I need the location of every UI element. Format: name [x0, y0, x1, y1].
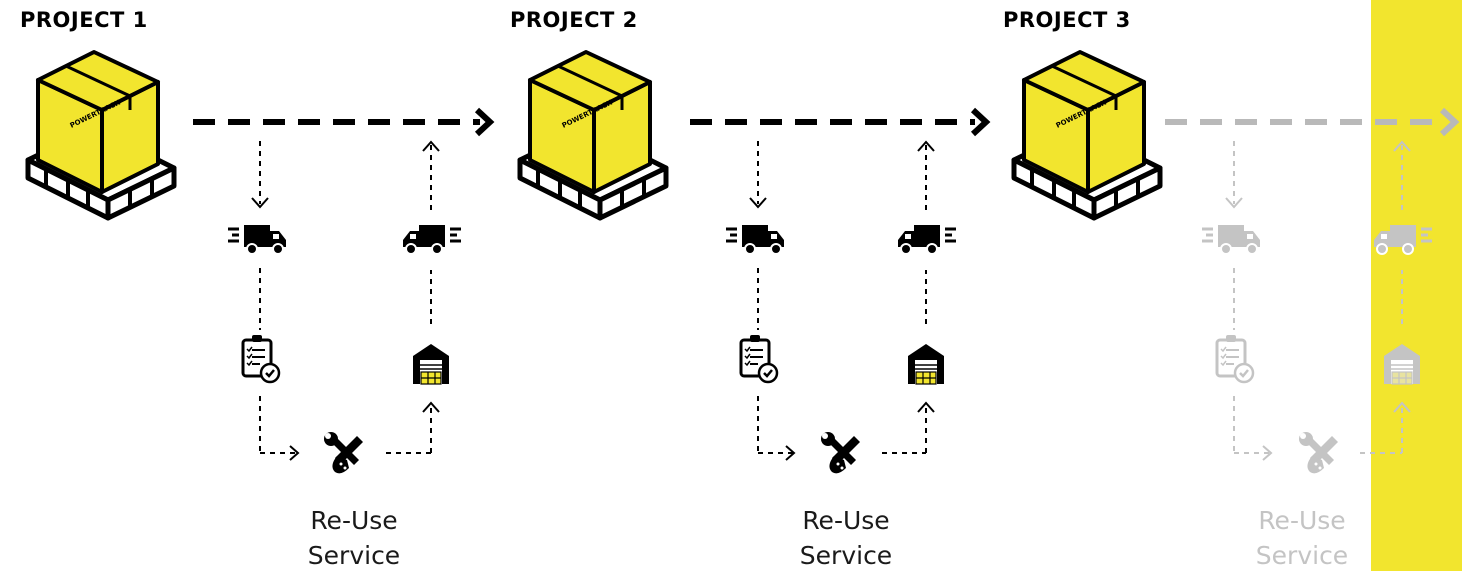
- truck-icon: [1200, 223, 1262, 256]
- project-3-group: POWERTRACK: [1014, 52, 1160, 218]
- warehouse-icon: [907, 343, 945, 385]
- truck-icon: [226, 223, 288, 256]
- service-label-line2: Service: [1255, 541, 1349, 570]
- project-1-group: POWERTRACK: [28, 52, 495, 474]
- service-label-line1: Re-Use: [310, 506, 398, 535]
- project-1-title: PROJECT 1: [20, 8, 148, 32]
- reuse-service-label: Re-Use Service: [776, 503, 916, 573]
- pallet-crate-icon: [28, 52, 174, 218]
- arrow-head-icon: [474, 107, 495, 137]
- truck-icon: [896, 223, 958, 256]
- checklist-icon: [739, 333, 779, 384]
- service-label-line2: Service: [307, 541, 401, 570]
- reuse-service-label: Re-Use Service: [284, 503, 424, 573]
- repair-tools-icon: [324, 432, 363, 474]
- pallet-crate-icon: [1014, 52, 1160, 218]
- project-3-title: PROJECT 3: [1003, 8, 1131, 32]
- pallet-crate-icon: [520, 52, 666, 218]
- truck-icon: [724, 223, 786, 256]
- truck-icon: [1372, 223, 1434, 256]
- arrow-head-icon: [1439, 107, 1460, 137]
- project-3-cycle-faded: [1165, 107, 1460, 474]
- service-label-line1: Re-Use: [802, 506, 890, 535]
- truck-icon: [401, 223, 463, 256]
- highlight-band: [1371, 0, 1462, 571]
- checklist-icon: [1215, 333, 1255, 384]
- project-2-group: POWERTRACK: [520, 52, 991, 474]
- reuse-service-label-faded: Re-Use Service: [1232, 503, 1372, 573]
- warehouse-icon: [412, 343, 450, 385]
- warehouse-icon: [1383, 343, 1421, 385]
- repair-tools-icon: [821, 432, 860, 474]
- checklist-icon: [241, 333, 281, 384]
- service-label-line1: Re-Use: [1258, 506, 1346, 535]
- project-2-title: PROJECT 2: [510, 8, 638, 32]
- repair-tools-icon: [1299, 432, 1338, 474]
- arrow-head-icon: [970, 107, 991, 137]
- service-label-line2: Service: [799, 541, 893, 570]
